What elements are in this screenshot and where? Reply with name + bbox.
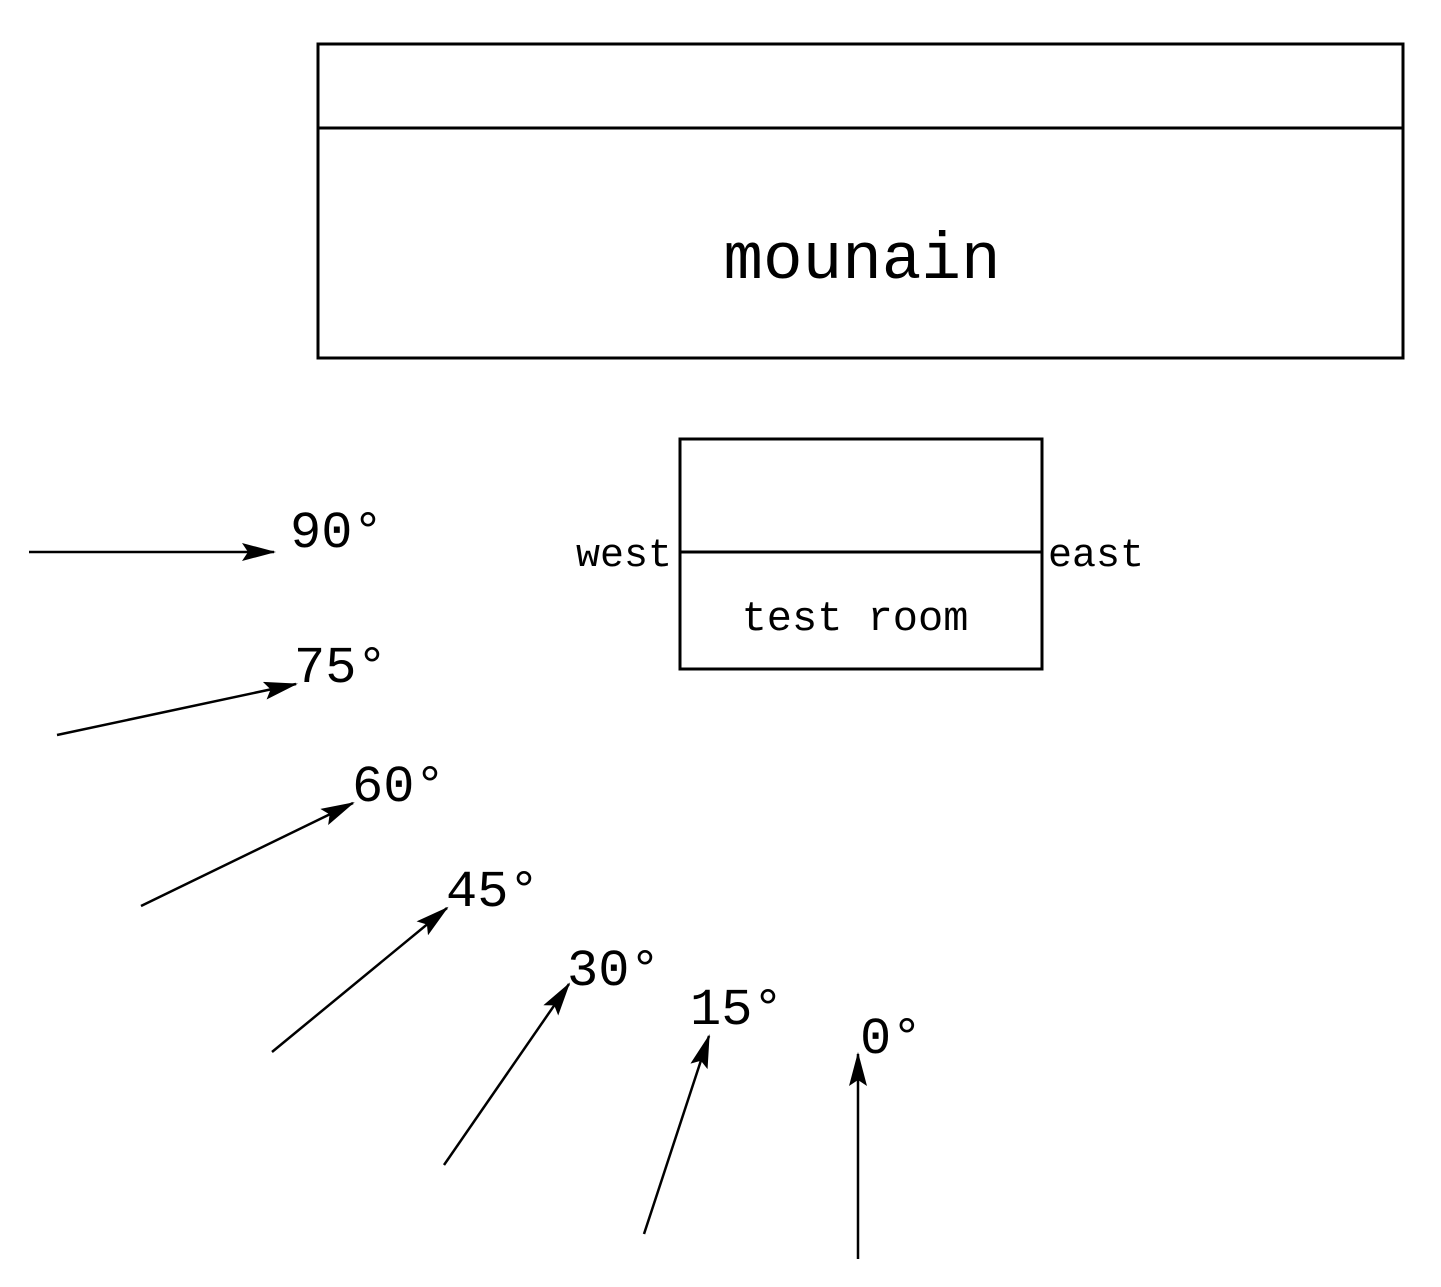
angle-label-15: 15° (690, 981, 784, 1040)
test-room-box: test room (678, 437, 1044, 671)
angle-arrows (29, 543, 867, 1259)
arrow-15 (642, 1034, 711, 1235)
angle-label-90: 90° (290, 504, 384, 563)
arrow-45 (271, 906, 449, 1053)
east-label: east (1048, 534, 1144, 579)
arrow-75 (56, 681, 298, 737)
angle-label-45: 45° (446, 863, 540, 922)
arrow-60 (140, 801, 355, 908)
mountain-box: mounain (316, 42, 1405, 360)
angle-label-75: 75° (294, 639, 388, 698)
angle-label-60: 60° (352, 758, 446, 817)
arrow-30 (442, 982, 571, 1166)
west-label: west (576, 534, 672, 579)
angle-label-0: 0° (860, 1010, 922, 1069)
mountain-label: mounain (723, 223, 1000, 298)
test-room-label: test room (742, 595, 969, 643)
angle-label-30: 30° (567, 942, 661, 1001)
angle-labels: 90° 75° 60° 45° 30° 15° 0° (290, 504, 922, 1069)
